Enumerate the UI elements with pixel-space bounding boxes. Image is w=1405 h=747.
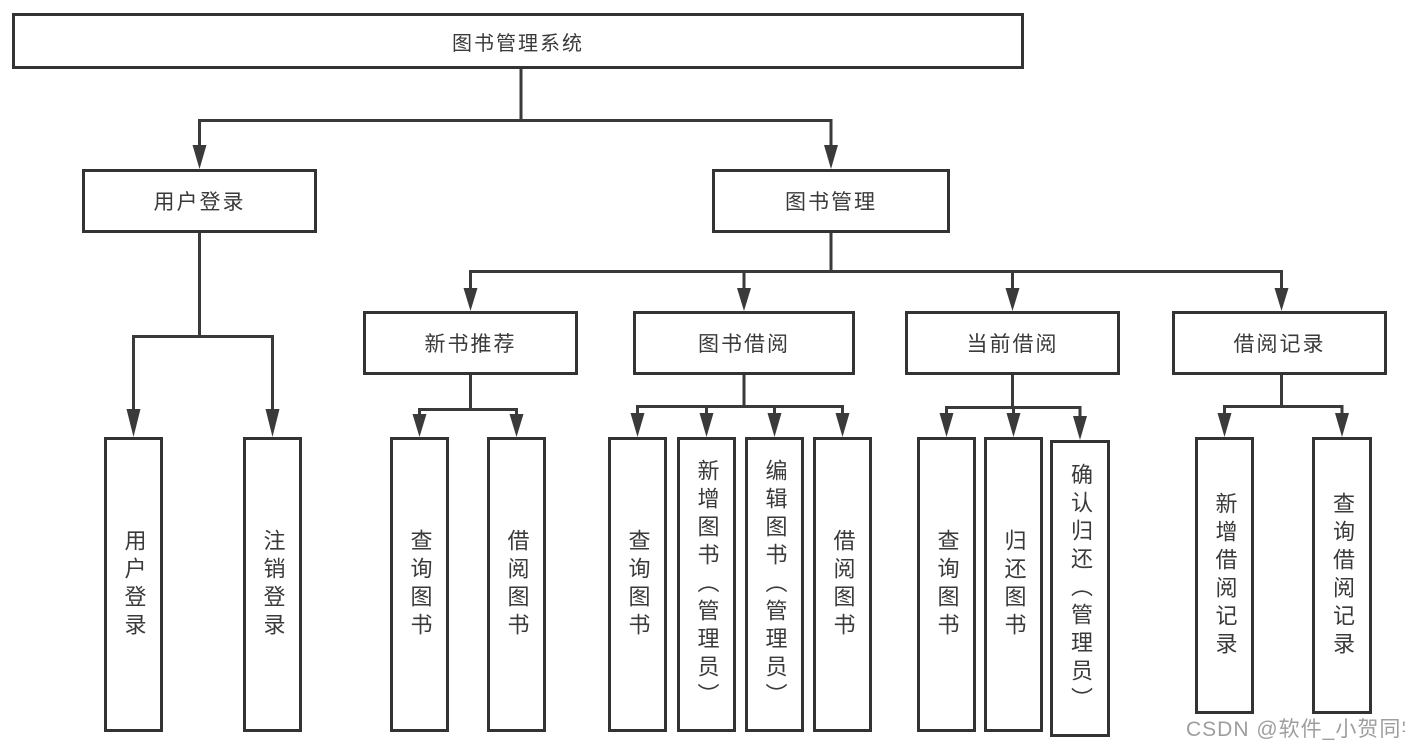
arrowhead-to-new-book-recommend: [463, 288, 478, 311]
arrowhead-cb-leaf-3: [1073, 416, 1087, 440]
node-book-management: 图书管理: [712, 169, 950, 233]
leaf-query-books-new: 查询图书: [390, 437, 449, 732]
leaf-edit-books-admin: 编辑图书（管理员）: [745, 437, 804, 732]
node-book-borrowing: 图书借阅: [633, 311, 855, 375]
node-borrowing-records: 借阅记录: [1172, 311, 1387, 375]
connector-current-borrowing-branch: [945, 375, 1082, 418]
arrowhead-to-book-borrowing: [737, 288, 751, 311]
node-new-book-recommend: 新书推荐: [363, 311, 578, 375]
leaf-logout-login: 注销登录: [243, 437, 302, 732]
arrowhead-to-current-borrowing: [1005, 288, 1020, 311]
leaf-query-books-borrow: 查询图书: [608, 437, 667, 732]
connector-borrowing-records-branch: [1223, 375, 1344, 416]
arrowhead-bb-leaf-2: [699, 413, 714, 437]
arrowhead-bb-leaf-4: [835, 413, 850, 437]
arrowhead-to-book-management: [824, 145, 838, 169]
arrowhead-to-leaf-user-login: [126, 409, 141, 437]
node-root-library-system: 图书管理系统: [12, 13, 1024, 69]
leaf-borrow-books-borrow: 借阅图书: [813, 437, 872, 732]
arrowhead-nb-leaf-2: [509, 414, 524, 437]
leaf-query-books-current: 查询图书: [917, 437, 976, 732]
arrowhead-bb-leaf-3: [767, 413, 782, 437]
leaf-borrow-books-new: 借阅图书: [487, 437, 546, 732]
leaf-user-login: 用户登录: [104, 437, 163, 732]
arrowhead-to-leaf-logout: [265, 409, 280, 437]
connector-book-management-branch: [469, 233, 1283, 290]
leaf-add-borrow-record: 新增借阅记录: [1195, 437, 1254, 714]
arrowhead-to-borrowing-records: [1274, 288, 1289, 311]
arrowhead-nb-leaf-1: [412, 414, 427, 437]
arrowhead-to-user-login: [192, 145, 207, 169]
arrowhead-bb-leaf-1: [630, 413, 645, 437]
connector-book-borrowing-branch: [636, 375, 844, 416]
leaf-add-books-admin: 新增图书（管理员）: [677, 437, 736, 732]
leaf-return-books: 归还图书: [984, 437, 1043, 732]
arrowhead-br-leaf-2: [1335, 413, 1349, 437]
node-user-login: 用户登录: [82, 169, 317, 233]
leaf-confirm-return-admin: 确认归还（管理员）: [1050, 440, 1110, 737]
arrowhead-br-leaf-1: [1217, 413, 1232, 437]
connector-user-login-branch: [132, 233, 274, 414]
csdn-watermark: CSDN @软件_小贺同学: [1186, 718, 1405, 741]
leaf-query-borrow-record: 查询借阅记录: [1312, 437, 1372, 714]
connector-new-book-branch: [418, 375, 518, 418]
connector-root-to-level2: [198, 69, 833, 148]
arrowhead-cb-leaf-2: [1006, 413, 1021, 437]
arrowhead-cb-leaf-1: [939, 413, 954, 437]
node-current-borrowing: 当前借阅: [905, 311, 1120, 375]
